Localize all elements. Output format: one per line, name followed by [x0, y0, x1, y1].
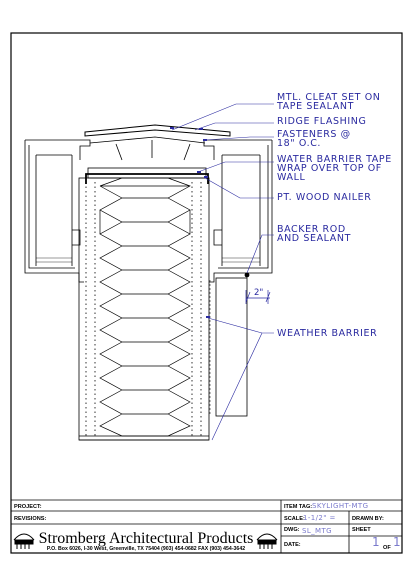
company-address: P.O. Box 6026, I-30 West, Greenville, TX… — [47, 546, 245, 552]
company-logo-left — [13, 533, 35, 549]
leaders — [171, 103, 274, 441]
leader-ridge — [194, 122, 274, 131]
leader-nailer — [204, 177, 274, 199]
annotations: MTL. CLEAT SET ON TAPE SEALANT RIDGE FLA… — [276, 92, 392, 339]
date-label: DATE: — [284, 542, 301, 548]
wall — [78, 177, 210, 441]
note-fasteners-2: 18" O.C. — [277, 138, 321, 149]
leader-fasteners — [204, 136, 274, 141]
sheet-total: 1 — [393, 535, 401, 549]
drawn-by-label: DRAWN BY: — [352, 516, 384, 522]
note-backer-1: BACKER ROD — [277, 224, 346, 235]
note-ridge: RIDGE FLASHING — [277, 116, 366, 127]
wall-right-face — [191, 182, 202, 436]
note-water-2: WRAP OVER TOP OF — [277, 163, 382, 174]
note-weather: WEATHER BARRIER — [277, 328, 377, 339]
title-block — [11, 499, 402, 553]
leader-backer — [246, 234, 274, 274]
dwg-label: DWG: — [284, 527, 300, 533]
note-fasteners-1: FASTENERS @ — [277, 129, 351, 140]
right-frame-hatch — [222, 257, 260, 263]
leader-water-barrier — [197, 161, 274, 173]
dimension-2in — [245, 290, 271, 304]
note-cleat-2: TAPE SEALANT — [276, 101, 354, 112]
scale-label: SCALE: — [284, 516, 305, 522]
wood-nailer — [87, 167, 207, 179]
metal-cleat — [115, 140, 191, 161]
dwg-value: SL_MTG — [302, 527, 332, 535]
sheet-border — [10, 32, 403, 554]
leader-cleat — [171, 103, 274, 131]
note-backer-2: AND SEALANT — [277, 233, 351, 244]
left-frame-outer — [24, 140, 84, 283]
left-frame-web — [35, 154, 73, 266]
right-frame-web — [221, 154, 261, 266]
right-frame-outer — [209, 140, 273, 283]
right-frame-cap — [203, 139, 272, 160]
right-frame-lip — [213, 229, 222, 246]
item-tag-label: ITEM TAG: — [284, 504, 312, 510]
sheet-number: 1 — [372, 535, 380, 549]
sheet-label: SHEET — [352, 527, 371, 533]
leader-arrows — [170, 127, 210, 318]
left-frame-cap — [25, 139, 91, 160]
revisions-label: REVISIONS: — [14, 516, 46, 522]
right-siding-board — [215, 277, 248, 417]
note-water-1: WATER BARRIER TAPE — [277, 154, 392, 165]
scale-value: 1-1/2" = — [303, 514, 336, 522]
ridge-cap — [89, 136, 206, 144]
ridge-flashing — [84, 124, 231, 137]
leader-weather — [207, 317, 274, 441]
skylight-detail — [24, 124, 273, 441]
water-barrier-tape — [85, 173, 209, 184]
backer-rod — [244, 272, 250, 278]
company-name: Stromberg Architectural Products — [39, 530, 254, 547]
note-cleat-1: MTL. CLEAT SET ON — [277, 92, 380, 103]
wall-bottom — [79, 435, 209, 441]
note-nailer: PT. WOOD NAILER — [277, 192, 371, 203]
of-label: OF — [383, 545, 391, 551]
left-frame-lip — [72, 229, 81, 246]
note-water-3: WALL — [277, 172, 305, 183]
item-tag-value: SKYLIGHT-MTG — [312, 502, 368, 510]
dimension-label: 2" — [254, 288, 263, 298]
left-frame-inner — [28, 145, 75, 269]
wall-left-face — [85, 182, 96, 436]
right-frame-inner — [218, 145, 269, 269]
company-logo-right — [256, 533, 278, 549]
project-label: PROJECT: — [14, 504, 42, 510]
left-frame-hatch — [36, 257, 72, 263]
insulation — [99, 177, 191, 437]
